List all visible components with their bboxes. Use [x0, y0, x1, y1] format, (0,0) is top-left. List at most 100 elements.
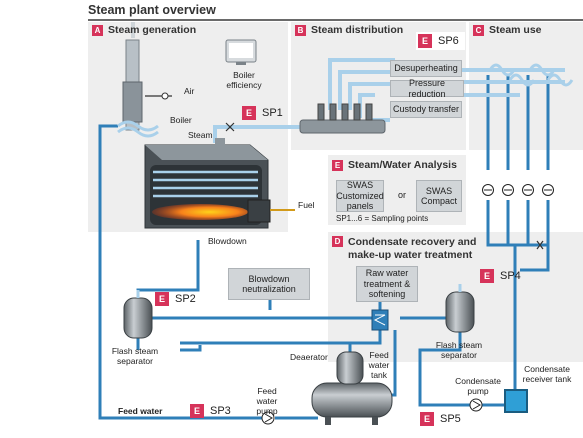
box-line: softening [368, 289, 406, 300]
sp-label: SP4 [500, 270, 521, 282]
sampling-point-sp4: E SP4 [480, 269, 521, 283]
box-line: Raw water [365, 268, 409, 279]
label-boiler-efficiency: Boiler efficiency [224, 70, 264, 90]
title-divider [88, 19, 583, 21]
label-air: Air [184, 86, 195, 96]
sp-badge: E [480, 269, 494, 283]
box-line: Blowdown [248, 273, 290, 284]
label-line: Condensate [524, 364, 570, 374]
box-desuperheating: Desuperheating [390, 60, 462, 77]
section-letter: C [473, 24, 484, 36]
label-line: pump [467, 386, 489, 397]
section-letter: D [332, 236, 343, 247]
flash-separator-right [445, 284, 475, 333]
exhaust-stack [122, 22, 143, 131]
label-line: tank [370, 370, 388, 381]
sp-label: SP6 [438, 35, 459, 47]
sp-badge: E [155, 292, 169, 306]
sp-label: SP1 [262, 107, 283, 119]
sp-label: SP5 [440, 413, 461, 425]
section-title: Steam/Water Analysis [348, 159, 457, 171]
feed-water-pump-icon [261, 411, 275, 425]
box-line: treatment & [363, 278, 411, 289]
sp-badge: E [418, 34, 432, 48]
box-line: panels [346, 201, 374, 212]
label-blowdown: Blowdown [208, 236, 247, 246]
deaerator [336, 351, 364, 385]
label-feed-water-tank: Feed water tank [364, 350, 394, 381]
sampling-point-sp6: E SP6 [416, 32, 465, 50]
box-blowdown-neutralization: Blowdown neutralization [228, 268, 310, 300]
sp-label: SP3 [210, 405, 231, 417]
label-line: pump [256, 406, 278, 417]
sp-badge: E [420, 412, 434, 426]
sp-badge: E [190, 404, 204, 418]
steam-header [299, 103, 386, 134]
or-label: or [398, 190, 407, 200]
heat-exchangers [488, 63, 574, 87]
section-title-line2: make-up water treatment [348, 248, 473, 261]
label-line: separator [441, 350, 477, 361]
sampling-point-sp5: E SP5 [420, 412, 461, 426]
label-line: receiver tank [522, 374, 572, 385]
sampling-point-sp1: E SP1 [242, 106, 283, 120]
box-line: SWAS [425, 185, 453, 196]
label-line: water [256, 396, 278, 407]
label-steam: Steam [188, 130, 213, 140]
box-line: neutralization [242, 284, 296, 294]
monitor-icon [225, 39, 257, 65]
label-line: water [368, 360, 390, 371]
box-custody-transfer: Custody transfer [390, 101, 462, 118]
treatment-exchanger [371, 309, 389, 331]
label-deaerator: Deaerator [290, 352, 328, 362]
feed-water-tank [311, 382, 393, 425]
label-line: separator [117, 356, 153, 367]
section-swas: E Steam/Water Analysis [332, 159, 457, 171]
label-line: efficiency [226, 80, 262, 91]
section-letter: E [332, 159, 343, 171]
page-title: Steam plant overview [88, 3, 216, 17]
label-feed-water: Feed water [118, 406, 163, 416]
label-flash-separator-right: Flash steam separator [428, 340, 490, 360]
sampling-point-sp3: E SP3 [190, 404, 231, 418]
label-condensate-receiver-tank: Condensate receiver tank [514, 364, 580, 384]
box-line: SWAS [346, 180, 374, 191]
label-line: Flash steam [111, 346, 159, 356]
condensate-receiver-tank [504, 389, 528, 413]
section-steam-distribution: B Steam distribution [295, 24, 403, 36]
section-title: Steam generation [108, 24, 197, 36]
label-boiler: Boiler [170, 115, 192, 125]
sampling-note: SP1...6 = Sampling points [336, 214, 429, 223]
section-letter: A [92, 24, 103, 36]
section-title: Condensate recovery and [348, 236, 477, 248]
label-line: Boiler [233, 70, 255, 80]
section-title: Steam distribution [311, 24, 404, 36]
condensate-pump-icon [469, 398, 483, 412]
label-condensate-pump: Condensate pump [450, 376, 506, 396]
section-letter: B [295, 24, 306, 36]
label-line: Feed [257, 386, 277, 396]
label-feed-water-pump: Feed water pump [252, 386, 282, 417]
box-raw-water-treatment: Raw water treatment & softening [356, 266, 418, 302]
valve-icons [225, 122, 544, 250]
flash-separator-left [123, 290, 153, 339]
label-flash-separator-left: Flash steam separator [104, 346, 166, 366]
box-pressure-reduction: Pressure reduction [390, 78, 464, 99]
boiler-body [144, 138, 271, 229]
section-condensate: D Condensate recovery and make-up water … [332, 236, 476, 261]
box-line: Customized [336, 190, 384, 201]
box-swas-compact: SWAS Compact [416, 180, 462, 212]
sp-badge: E [242, 106, 256, 120]
box-line: Compact [420, 196, 457, 206]
steam-traps [482, 184, 554, 196]
label-line: Feed [369, 350, 389, 360]
label-line: Flash steam [435, 340, 483, 350]
sp-label: SP2 [175, 293, 196, 305]
sampling-point-sp2: E SP2 [155, 292, 196, 306]
section-title: Steam use [489, 24, 542, 36]
label-line: Condensate [455, 376, 501, 386]
section-steam-use: C Steam use [473, 24, 542, 36]
economizer-coil [117, 120, 159, 138]
section-steam-generation: A Steam generation [92, 24, 196, 36]
